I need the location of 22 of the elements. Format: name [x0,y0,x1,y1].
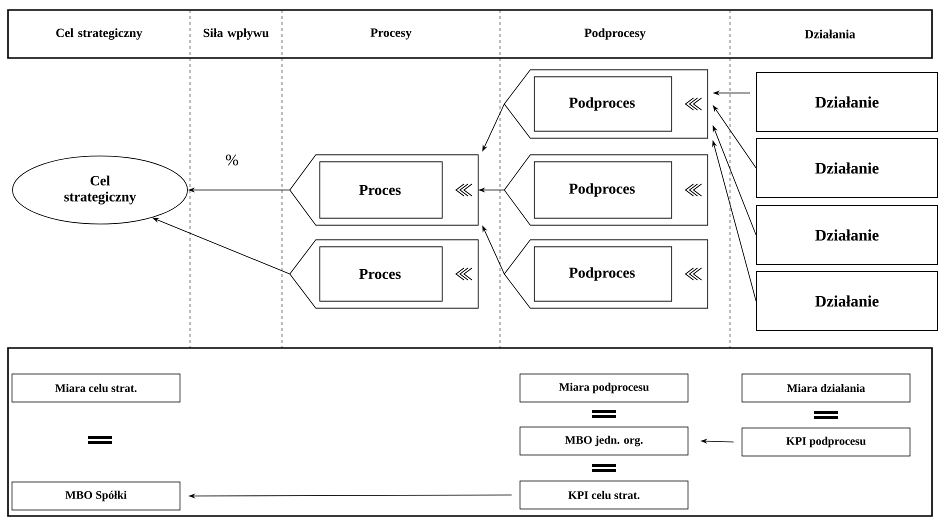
activity-box: Działanie [756,205,938,265]
measure-box: KPI podprocesu [742,428,910,456]
column-header: Procesy [370,28,412,40]
process-tag: Podproces [504,154,708,226]
percent-label: % [226,154,238,166]
measure-box: MBO Spółki [12,482,180,510]
process-tag: Proces [289,154,479,226]
measure-box: Miara podprocesu [520,374,688,402]
column-header: Cel strategiczny [56,28,142,40]
measure-box: MBO jedn. org. [520,426,688,456]
activity-box: Działanie [756,72,938,132]
column-header: Podprocesy [584,28,646,40]
activity-box: Działanie [756,138,938,198]
measure-box: KPI celu strat. [520,480,688,510]
activity-box: Działanie [756,271,938,331]
measure-box: Miara celu strat. [12,374,180,402]
process-tag: Proces [289,239,479,309]
measure-box: Miara działania [742,374,910,402]
process-tag: Podproces [504,239,708,309]
process-tag: Podproces [504,69,708,139]
column-header: Działania [804,30,856,38]
column-header: Siła wpływu [204,28,269,40]
